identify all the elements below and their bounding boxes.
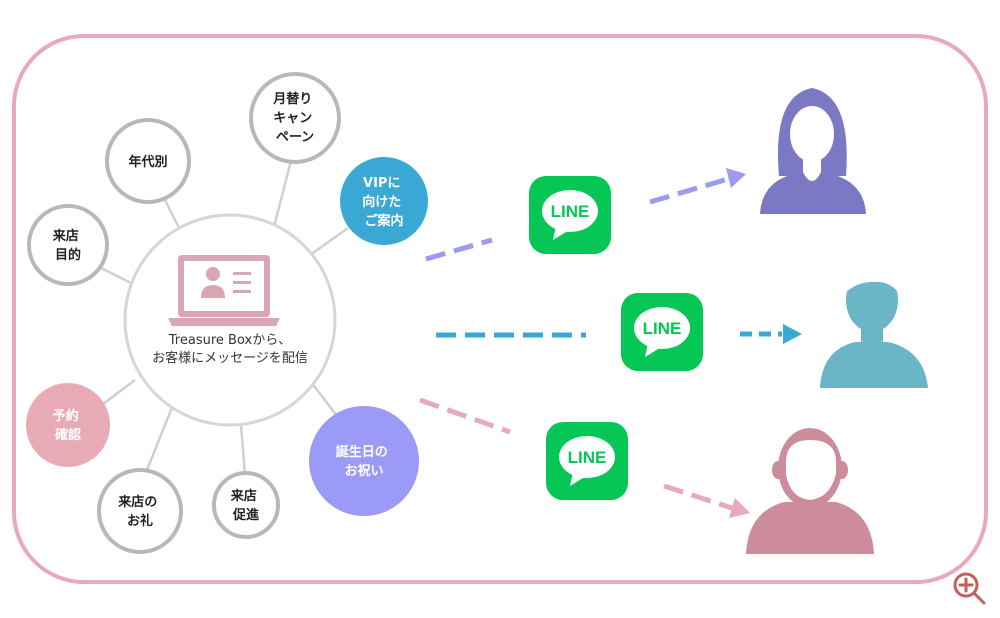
node-visit-purpose: 来店 目的 [27, 204, 109, 286]
line-badge-1-label: LINE [551, 202, 590, 221]
center-line-2: お客様にメッセージを配信 [152, 350, 308, 366]
dash-pink-out [663, 483, 733, 511]
arrowhead-pink [729, 498, 750, 518]
man-avatar-icon [746, 428, 874, 554]
dash-pink-in [419, 397, 511, 435]
svg-text:予約 確認: 予約 確認 [53, 408, 84, 443]
line-badge-2: LINE [621, 293, 703, 371]
node-birthday-line-2: お祝い [344, 463, 383, 479]
dash-lines [419, 176, 782, 511]
svg-text:VIPに 向けた ご案内: VIPに 向けた ご案内 [362, 176, 406, 229]
node-monthly-campaign-line-2: キャン [273, 111, 312, 126]
node-vip-guide-line-3: ご案内 [364, 213, 403, 229]
arrowhead-blue [783, 324, 802, 344]
node-monthly-campaign-line-1: 月替り [272, 91, 312, 107]
svg-text:月替り キャン ペーン: 月替り キャン ペーン [272, 91, 317, 145]
center-hub: Treasure Boxから、 お客様にメッセージを配信 [123, 213, 337, 427]
arrowhead-purple [726, 168, 746, 188]
node-visit-thanks-line-2: お礼 [127, 513, 153, 529]
svg-text:来店 促進: 来店 促進 [230, 488, 262, 523]
node-by-age-line-1: 年代別 [128, 154, 167, 170]
svg-text:来店の お礼: 来店の お礼 [117, 494, 162, 529]
woman-avatar-icon [760, 88, 866, 214]
laptop-icon [168, 255, 280, 326]
boy-avatar-icon [820, 262, 928, 388]
center-line-1: Treasure Boxから、 [168, 333, 291, 348]
node-visit-promotion-line-2: 促進 [232, 507, 259, 523]
node-visit-promotion-line-1: 来店 [230, 488, 257, 504]
line-badge-1: LINE [529, 176, 611, 254]
zoom-in-icon[interactable] [953, 572, 986, 605]
node-birthday: 誕生日の お祝い [309, 406, 419, 516]
line-badge-3-label: LINE [568, 448, 607, 467]
node-visit-purpose-line-2: 目的 [55, 247, 81, 263]
node-by-age: 年代別 [105, 118, 191, 204]
dash-purple-out [649, 176, 729, 205]
node-vip-guide-line-1: VIPに [363, 176, 400, 191]
node-reservation-confirm: 予約 確認 [26, 383, 110, 467]
node-reservation-confirm-line-1: 予約 [53, 408, 79, 424]
diagram-frame [12, 34, 988, 584]
arrowheads [726, 168, 802, 518]
svg-text:来店 目的: 来店 目的 [52, 228, 84, 263]
svg-text:年代別: 年代別 [128, 154, 167, 170]
dash-purple-in [425, 237, 493, 262]
node-monthly-campaign-line-3: ペーン [276, 130, 314, 145]
node-visit-promotion: 来店 促進 [212, 471, 280, 539]
line-badge-3: LINE [546, 422, 628, 500]
node-visit-thanks: 来店の お礼 [97, 468, 183, 554]
node-visit-thanks-line-1: 来店の [117, 494, 157, 510]
node-monthly-campaign: 月替り キャン ペーン [249, 72, 341, 164]
node-birthday-line-1: 誕生日の [336, 444, 388, 460]
node-vip-guide-line-2: 向けた [362, 194, 401, 210]
svg-text:誕生日の お祝い: 誕生日の お祝い [336, 444, 393, 479]
node-visit-purpose-line-1: 来店 [52, 228, 79, 244]
node-reservation-confirm-line-2: 確認 [55, 427, 81, 443]
node-vip-guide: VIPに 向けた ご案内 [340, 157, 428, 245]
line-badge-2-label: LINE [643, 319, 682, 338]
